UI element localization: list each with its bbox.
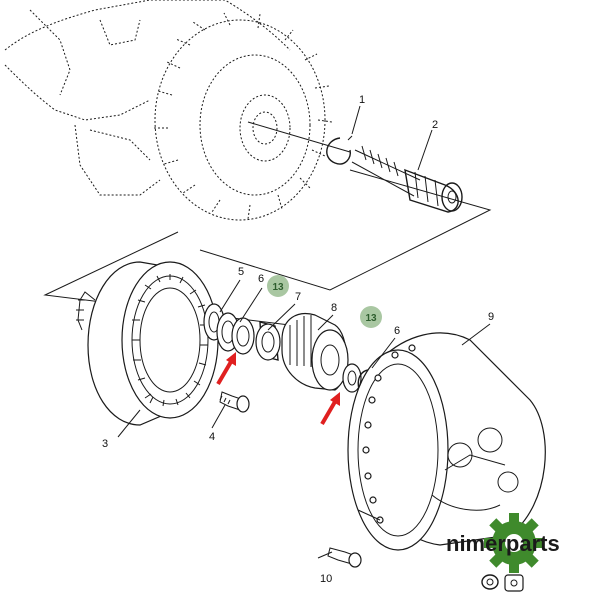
part-10-bolt [327, 547, 362, 568]
part-3-ring-gear-housing [76, 261, 219, 426]
callout-5: 5 [238, 266, 244, 278]
watermark-brand-text: nimerparts [446, 531, 560, 556]
callout-8: 8 [331, 302, 337, 314]
callout-3: 3 [102, 438, 108, 450]
axis-plane-upper [199, 169, 492, 291]
badge-13-left-label: 13 [272, 282, 284, 293]
part-2-splined-shaft [247, 121, 463, 213]
red-arrow-right [320, 392, 340, 426]
callout-7: 7 [295, 291, 301, 303]
watermark-logo: nimerparts [446, 513, 560, 573]
parts-5-6-7-stack [203, 303, 281, 361]
part-1-snap-ring [326, 135, 353, 165]
callout-9: 9 [488, 311, 494, 323]
leader-lines [117, 105, 491, 559]
badge-13-left [267, 275, 289, 297]
callout-6-right: 6 [394, 325, 400, 337]
gear-icon [484, 513, 544, 573]
callout-1: 1 [359, 94, 365, 106]
part-4-bolt [219, 391, 250, 413]
part-9-hub [347, 332, 546, 551]
axle-housing-assembly [4, 0, 333, 221]
badge-13-right-label: 13 [365, 313, 377, 324]
callout-6-left: 6 [258, 273, 264, 285]
callout-2: 2 [432, 119, 438, 131]
red-arrow-left [216, 352, 236, 386]
part-8-planet-gear [281, 313, 349, 391]
callout-10: 10 [320, 573, 332, 585]
callout-4: 4 [209, 431, 215, 443]
bottom-right-fasteners [481, 574, 524, 592]
badge-13-right [360, 306, 382, 328]
